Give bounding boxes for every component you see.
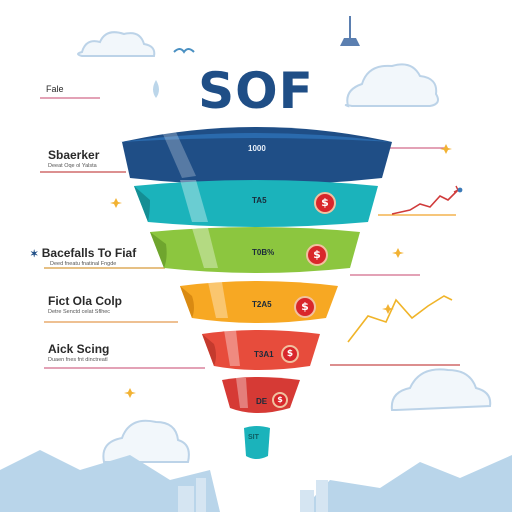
funnel-tip <box>244 426 270 459</box>
dollar-coin-icon: $ <box>294 296 316 318</box>
connector-lines <box>40 97 460 369</box>
star-icon: ✶ <box>30 249 39 260</box>
stage-heading: Sbaerker <box>48 148 100 162</box>
funnel-tip-label: SIT <box>248 434 259 441</box>
stage-label-3: ✶ Bacefalls To Fiaf Deed fneatu fnatinal… <box>30 246 136 267</box>
infographic-title: SOF <box>198 62 314 120</box>
cloud-icon <box>77 31 492 463</box>
stage-label-1: Sbaerker Deeat Oqe ol Yalsta <box>48 148 99 169</box>
stage-heading: Aick Scing <box>48 342 110 356</box>
drop-icon <box>153 80 159 98</box>
building-icon <box>178 478 328 512</box>
stage-label-4: Fict Ola Colp Detre Senctd celat Sflhec <box>48 294 122 315</box>
stage-label-5: Aick Scing Duaen fnes fnt dinctreatl <box>48 342 109 363</box>
stage-subtitle: Duaen fnes fnt dinctreatl <box>48 357 108 363</box>
lamp-icon <box>340 16 360 46</box>
stage-subtitle: Detre Senctd celat Sflhec <box>48 309 111 315</box>
dollar-coin-icon: $ <box>306 244 328 266</box>
bird-icon <box>173 48 195 54</box>
stage-value-5: T3A1 <box>254 350 274 359</box>
stage-heading: Fict Ola Colp <box>48 294 123 308</box>
top-label-text: Fale <box>46 84 64 94</box>
funnel-layer-1 <box>122 127 392 185</box>
stage-subtitle: Deed fneatu fnatinal Fngde <box>50 261 117 267</box>
dollar-coin-icon: $ <box>314 192 336 214</box>
stage-subtitle: Deeat Oqe ol Yalsta <box>48 163 97 169</box>
mountain-icon <box>300 455 512 512</box>
dollar-coin-icon: $ <box>281 345 299 363</box>
star-icon <box>110 144 452 398</box>
top-label: Fale <box>46 84 64 94</box>
funnel-layer-6 <box>222 377 300 413</box>
stage-value-6: DE <box>256 397 268 406</box>
stage-value-4: T2A5 <box>252 300 272 309</box>
stage-value-3: T0B% <box>252 248 275 257</box>
funnel-layer-2 <box>134 180 378 227</box>
dot-icon <box>457 187 463 193</box>
stage-heading: Bacefalls To Fiaf <box>41 246 137 260</box>
mountain-icon <box>0 450 220 512</box>
funnel-layers <box>120 127 392 459</box>
dollar-coin-icon: $ <box>272 392 288 408</box>
trend-line-icon <box>391 189 459 215</box>
stage-value-1: 1000 <box>248 144 266 153</box>
stage-value-2: TA5 <box>252 196 267 205</box>
trend-line-icon <box>347 295 453 343</box>
